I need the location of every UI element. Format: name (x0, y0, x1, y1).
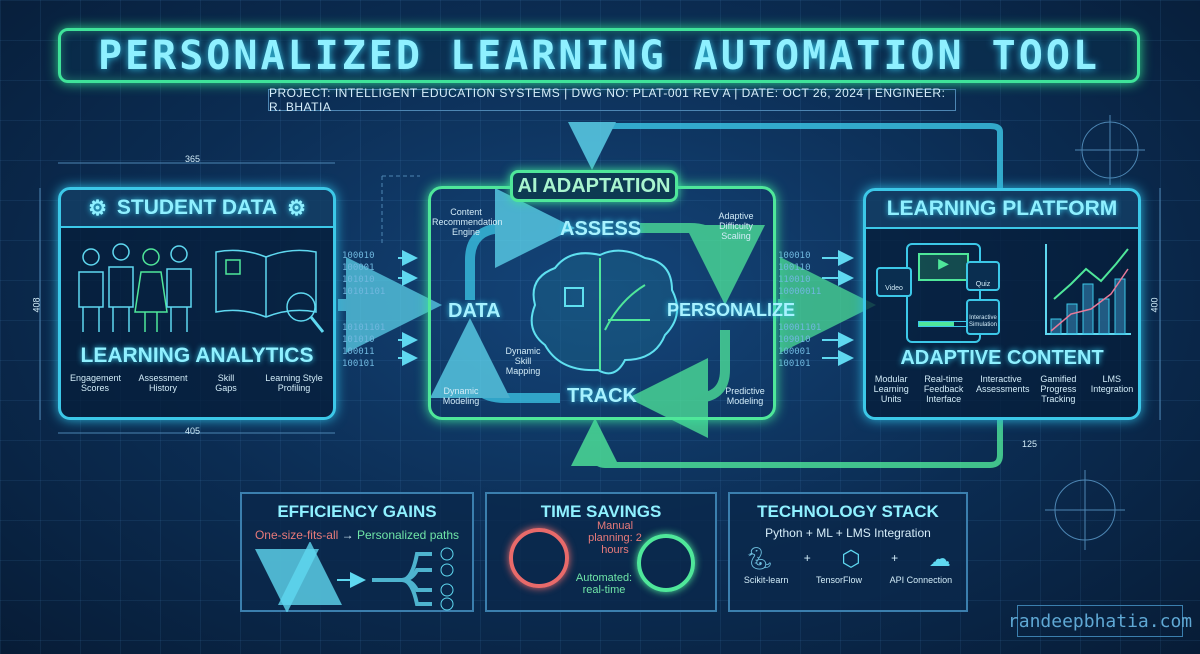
neural-network-icon: ⬡ (841, 546, 861, 571)
step-personalize: PERSONALIZE (667, 300, 796, 320)
watermark[interactable]: randeepbhatia.com (1008, 605, 1192, 637)
page-title: PERSONALIZED LEARNING AUTOMATION TOOL (97, 32, 1101, 79)
efficiency-title: EFFICIENCY GAINS (277, 502, 437, 521)
dimension-side: 408 (31, 297, 42, 313)
gear-icon: ⚙ (88, 196, 107, 220)
student-data-panel: ⚙ STUDENT DATA ⚙ LEARNING ANALYTICS Engage… (58, 187, 336, 420)
platform-feature: Gamified Progress Tracking (1040, 374, 1077, 404)
manual-planning-label: Manual planning: 2 hours (588, 520, 642, 556)
dimension-bottom: 405 (185, 426, 201, 436)
plus-sign: + (803, 551, 811, 566)
ai-adaptation-title: AI ADAPTATION (510, 170, 678, 202)
learning-platform-panel: LEARNING PLATFORM ▶ Video Quiz Interacti… (863, 188, 1141, 420)
step-track: TRACK (567, 385, 637, 407)
manual-clock-icon (509, 528, 569, 588)
dimension-bottom: 125 (1022, 439, 1038, 449)
analytics-item: Learning Style Profiling (265, 373, 323, 393)
efficiency-gains-box: EFFICIENCY GAINS One-size-fits-all → Per… (240, 492, 474, 613)
tech-item: TensorFlow (815, 575, 862, 585)
branching-paths-icon (255, 541, 454, 613)
title-banner: PERSONALIZED LEARNING AUTOMATION TOOL (58, 28, 1140, 83)
progress-chart-icon (1045, 244, 1131, 335)
cloud-gear-icon: ☁ (928, 546, 951, 571)
personalized-label: Personalized paths (356, 528, 460, 542)
arrow-right-icon: → (341, 528, 354, 542)
automated-stopwatch-icon (637, 534, 695, 592)
dimension-top: 365 (185, 154, 201, 164)
students-icon (78, 243, 192, 332)
play-icon: ▶ (918, 253, 969, 281)
video-widget: Video (876, 267, 912, 297)
students-and-book-illustration (78, 243, 325, 333)
analytics-item: Engagement Scores (70, 373, 122, 393)
feedback-loop-bottom (571, 418, 1003, 468)
dimension-side: 400 (1149, 297, 1160, 313)
platform-feature: Modular Learning Units (873, 374, 909, 404)
cycle-arrow-track-data (430, 318, 560, 403)
note-dynamic-skill-mapping: Dynamic Skill Mapping (505, 346, 541, 376)
learning-platform-title: LEARNING PLATFORM (886, 197, 1118, 220)
book-magnifier-icon (215, 249, 325, 333)
cycle-arrow-data-assess (465, 188, 575, 300)
time-savings-box: TIME SAVINGS Manual planning: 2 hours Au… (485, 492, 717, 612)
tech-stack-subtitle: Python + ML + LMS Integration (765, 526, 931, 540)
adaptive-content-heading: ADAPTIVE CONTENT (900, 347, 1104, 369)
progress-bar (918, 321, 970, 327)
analytics-item: Assessment History (138, 373, 188, 393)
analytics-item: Skill Gaps (215, 373, 237, 393)
tech-stack-title: TECHNOLOGY STACK (757, 502, 939, 521)
tech-item: Scikit-learn (743, 575, 789, 585)
note-predictive-modeling: Predictive Modeling (725, 386, 765, 406)
automated-label: Automated: real-time (575, 572, 633, 596)
note-dynamic-modeling: Dynamic Modeling (442, 386, 480, 406)
cycle-arrow-personalize-track (628, 330, 730, 438)
time-savings-title: TIME SAVINGS (540, 502, 662, 521)
tech-item: API Connection (889, 575, 953, 585)
one-size-label: One-size-fits-all (254, 528, 339, 542)
platform-feature: LMS Integration (1090, 374, 1134, 394)
drawing-info-bar: PROJECT: INTELLIGENT EDUCATION SYSTEMS |… (268, 86, 956, 114)
note-content-recommendation: Content Recommendation Engine (432, 207, 503, 237)
python-icon: 🐍︎ (745, 546, 774, 571)
brain-circuit-icon (530, 249, 679, 375)
learning-analytics-heading: LEARNING ANALYTICS (80, 344, 314, 367)
student-data-title: STUDENT DATA (116, 196, 278, 219)
quiz-widget: Quiz (966, 261, 1000, 291)
platform-feature: Interactive Assessments (975, 374, 1030, 394)
step-assess: ASSESS (560, 218, 642, 240)
gear-icon: ⚙ (287, 196, 306, 220)
cycle-arrow-assess-personalize (640, 223, 765, 305)
platform-feature: Real-time Feedback Interface (923, 374, 964, 404)
feedback-loop-top (568, 122, 1003, 188)
plus-sign: + (891, 551, 899, 566)
simulation-widget: Interactive Simulation (966, 299, 1000, 335)
note-adaptive-difficulty: Adaptive Difficulty Scaling (718, 211, 754, 241)
step-data: DATA (448, 300, 501, 322)
technology-stack-box: TECHNOLOGY STACK Python + ML + LMS Integ… (728, 492, 968, 612)
